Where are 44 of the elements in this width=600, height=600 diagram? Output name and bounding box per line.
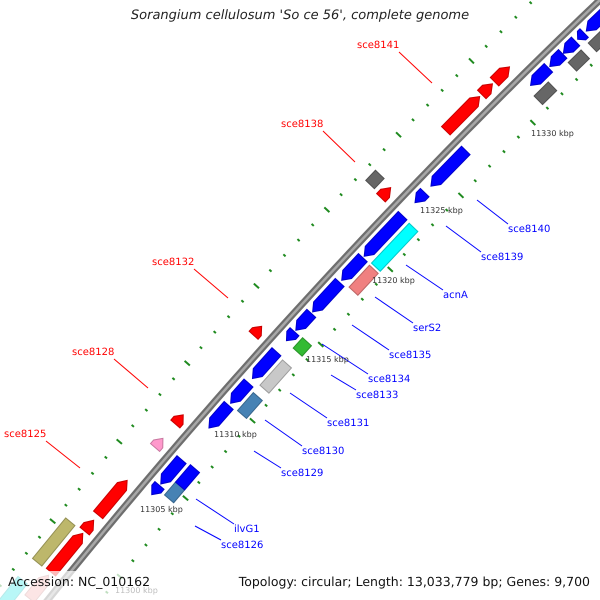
- leader-line: [398, 52, 432, 84]
- gene-label: sce8130: [302, 446, 344, 458]
- gene-label: sce8129: [281, 468, 324, 480]
- tick-label: 11310 kbp: [214, 430, 257, 440]
- leader-line: [352, 324, 390, 350]
- tick-label: 11305 kbp: [140, 505, 183, 515]
- tick-label: 11320 kbp: [372, 276, 415, 286]
- leader-line: [322, 344, 368, 374]
- leader-line: [114, 358, 148, 388]
- gene-label: sce8138: [281, 119, 324, 131]
- footer-text: Topology: circular; Length: 13,033,779 bp; Genes: 9,700: [238, 574, 590, 590]
- gene-label: ilvG1: [234, 524, 260, 536]
- gene-label: sce8128: [72, 347, 114, 359]
- gene-label: sce8141: [357, 40, 400, 52]
- leader-line: [194, 268, 228, 298]
- leader-line: [254, 450, 282, 468]
- gene-label: sce8133: [356, 390, 398, 402]
- gene-label: serS2: [413, 323, 442, 335]
- gene-label: sce8134: [368, 374, 410, 386]
- leader-line: [406, 264, 444, 290]
- leader-line: [194, 526, 222, 540]
- leader-line: [264, 420, 302, 446]
- leader-line: [322, 130, 356, 162]
- gene-label: sce8126: [221, 540, 264, 552]
- gene-label: sce8131: [327, 418, 370, 430]
- tick-label: 11325 kbp: [420, 206, 463, 216]
- footer-text: Accession: NC_010162: [8, 574, 150, 589]
- gene-label: acnA: [443, 290, 468, 302]
- leader-line: [290, 392, 328, 418]
- tick-label: 11330 kbp: [531, 129, 574, 139]
- gene-label: sce8125: [4, 429, 46, 441]
- gene-label: sce8132: [152, 257, 194, 269]
- leader-line: [196, 498, 234, 524]
- map-title: Sorangium cellulosum 'So ce 56', complete genome: [130, 8, 470, 23]
- leader-line: [330, 374, 356, 390]
- tick-label: 11315 kbp: [306, 355, 349, 365]
- tick-label: 11300 kbp: [115, 586, 158, 596]
- leader-line: [46, 440, 80, 468]
- leader-line: [476, 200, 508, 224]
- gene-label: sce8140: [508, 224, 550, 236]
- leader-line: [446, 226, 482, 252]
- gene-label: sce8139: [481, 252, 524, 264]
- gene-label: sce8135: [389, 350, 432, 362]
- leader-line: [374, 296, 414, 324]
